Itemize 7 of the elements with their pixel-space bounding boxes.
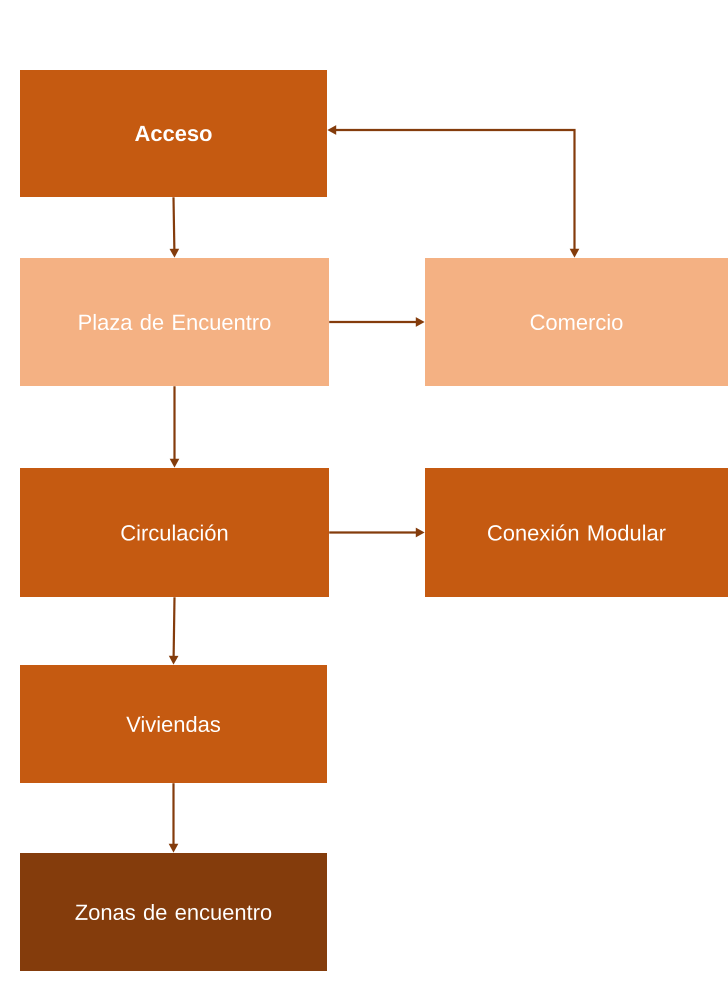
process-box: Conexión Modular <box>425 468 728 597</box>
process-box: Plaza de Encuentro <box>20 258 329 386</box>
process-box: Circulación <box>20 468 329 597</box>
process-box: Comercio <box>425 258 728 386</box>
process-box: Zonas de encuentro <box>20 853 327 971</box>
process-box: Viviendas <box>20 665 327 783</box>
process-box: Acceso <box>20 70 327 197</box>
